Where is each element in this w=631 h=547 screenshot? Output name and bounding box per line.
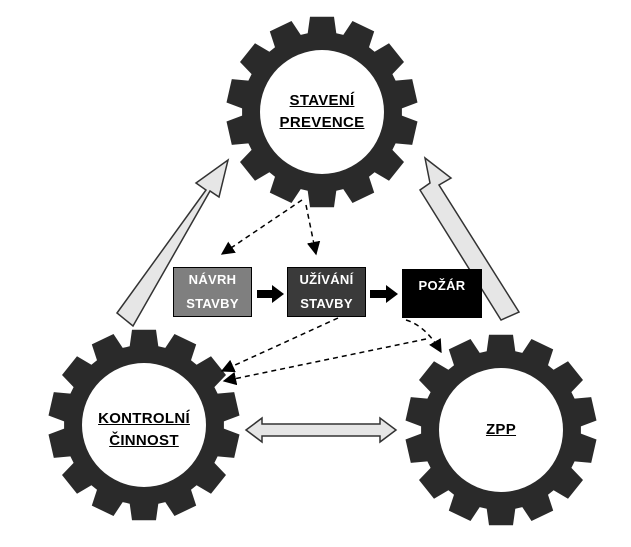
gear-zpp — [405, 334, 597, 526]
arrow-right-up — [418, 156, 521, 321]
dashed-arrow-usage-to-control — [220, 317, 339, 373]
box-label-line: NÁVRH — [188, 272, 237, 287]
box-uzivani-stavby: UŽÍVÁNÍ STAVBY — [287, 267, 366, 317]
box-navrh-stavby: NÁVRH STAVBY — [173, 267, 252, 317]
gear-label-zpp: ZPP — [446, 419, 556, 441]
gear-hole — [260, 50, 384, 174]
gear-hole — [439, 368, 563, 492]
arrow-bidirectional — [244, 416, 398, 444]
arrow-left-up — [115, 158, 230, 328]
flow-arrow-usage-to-fire — [370, 285, 398, 303]
box-label-line: STAVBY — [186, 296, 239, 311]
gear-label-line: ČINNOST — [109, 432, 179, 449]
dashed-arrow-zpp-to-control — [222, 338, 427, 386]
gear-kontrolni-cinnost — [48, 329, 240, 521]
gear-label-line: STAVENÍ — [289, 92, 355, 109]
dashed-arrow-fire-to-zpp — [405, 319, 442, 354]
dashed-arrow-to-usage — [305, 204, 321, 256]
gear-label-line: KONTROLNÍ — [98, 410, 190, 427]
gear-label-staveni-prevence: STAVENÍ PREVENCE — [260, 90, 384, 134]
box-label-line: STAVBY — [300, 296, 353, 311]
box-label-line: UŽÍVÁNÍ — [299, 272, 354, 287]
box-pozar: POŽÁR — [402, 269, 482, 318]
gear-label-line: PREVENCE — [279, 114, 365, 131]
gear-staveni-prevence — [226, 16, 418, 208]
gear-label-line: ZPP — [485, 421, 517, 438]
dashed-arrow-to-design — [220, 199, 303, 255]
gear-label-kontrolni-cinnost: KONTROLNÍ ČINNOST — [82, 408, 206, 452]
flow-arrow-design-to-usage — [257, 285, 284, 303]
gear-hole — [82, 363, 206, 487]
box-label-line: POŽÁR — [418, 278, 466, 293]
